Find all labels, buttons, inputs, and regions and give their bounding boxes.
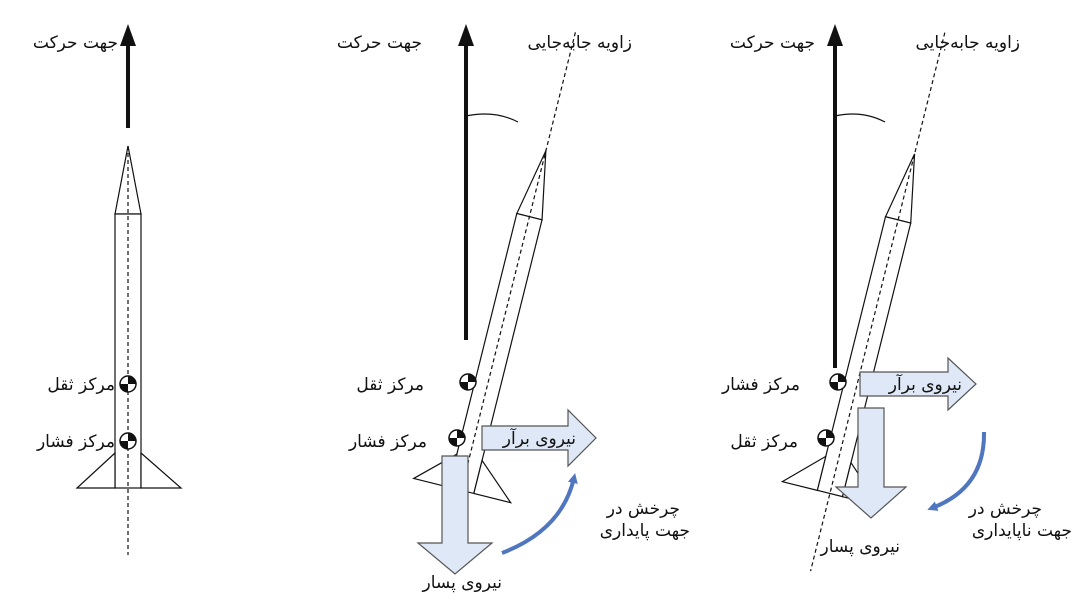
right-lift-arrow [859,356,977,412]
right-cp-marker [829,373,847,391]
middle-thrust-label: نیروی پسار [422,573,502,593]
middle-cp-marker [448,429,466,447]
middle-motion-arrow [458,24,474,340]
left-cg-marker [119,375,137,393]
left-cp-marker [119,432,137,450]
right-angle-arc [834,113,886,123]
left-rocket-body [75,145,183,555]
middle-motion-label: جهت حرکت [337,33,422,53]
right-cp-label: مرکز فشار [721,375,800,395]
left-cp-label: مرکز فشار [36,432,115,452]
middle-rotation-line1: چرخش در [606,499,680,519]
middle-angle-arc [465,113,519,123]
middle-lift-arrow [481,408,597,468]
middle-thrust-arrow [416,455,494,575]
right-lift-label: نیروی برآر [888,373,962,395]
left-motion-label: جهت حرکت [33,33,118,53]
right-thrust-arrow [834,407,908,519]
middle-lift-label: نیروی برآر [502,427,576,449]
middle-angle-label: زاویه جابه‌جایی [527,33,632,53]
middle-rotation-line2: جهت پایداری [600,521,690,541]
right-thrust-label: نیروی پسار [820,537,900,557]
middle-rocket-panel: جهت حرکت زاویه جابه‌جایی مرکز ثقل مرکز ف… [337,24,690,593]
middle-rotation-arrow [501,473,578,555]
right-motion-arrow [827,24,843,368]
middle-cp-label: مرکز فشار [348,432,427,452]
middle-rocket-body [412,32,576,557]
right-rotation-line1: چرخش در [968,499,1042,519]
left-motion-arrow [120,24,136,128]
right-motion-label: جهت حرکت [730,33,815,53]
middle-cg-label: مرکز ثقل [356,375,424,395]
right-rocket-panel: جهت حرکت زاویه جابه‌جایی مرکز فشار مرکز … [721,24,1072,572]
right-rotation-arrow [927,431,987,511]
right-cg-marker [817,429,835,447]
right-rotation-line2: جهت ناپایداری [972,521,1072,541]
left-rocket-panel: جهت حرکت مرکز ثقل مرکز فشار [33,24,183,555]
left-cg-label: مرکز ثقل [47,375,115,395]
middle-cg-marker [459,373,477,391]
right-cg-label: مرکز ثقل [730,432,798,452]
right-angle-label: زاویه جابه‌جایی [915,33,1020,53]
